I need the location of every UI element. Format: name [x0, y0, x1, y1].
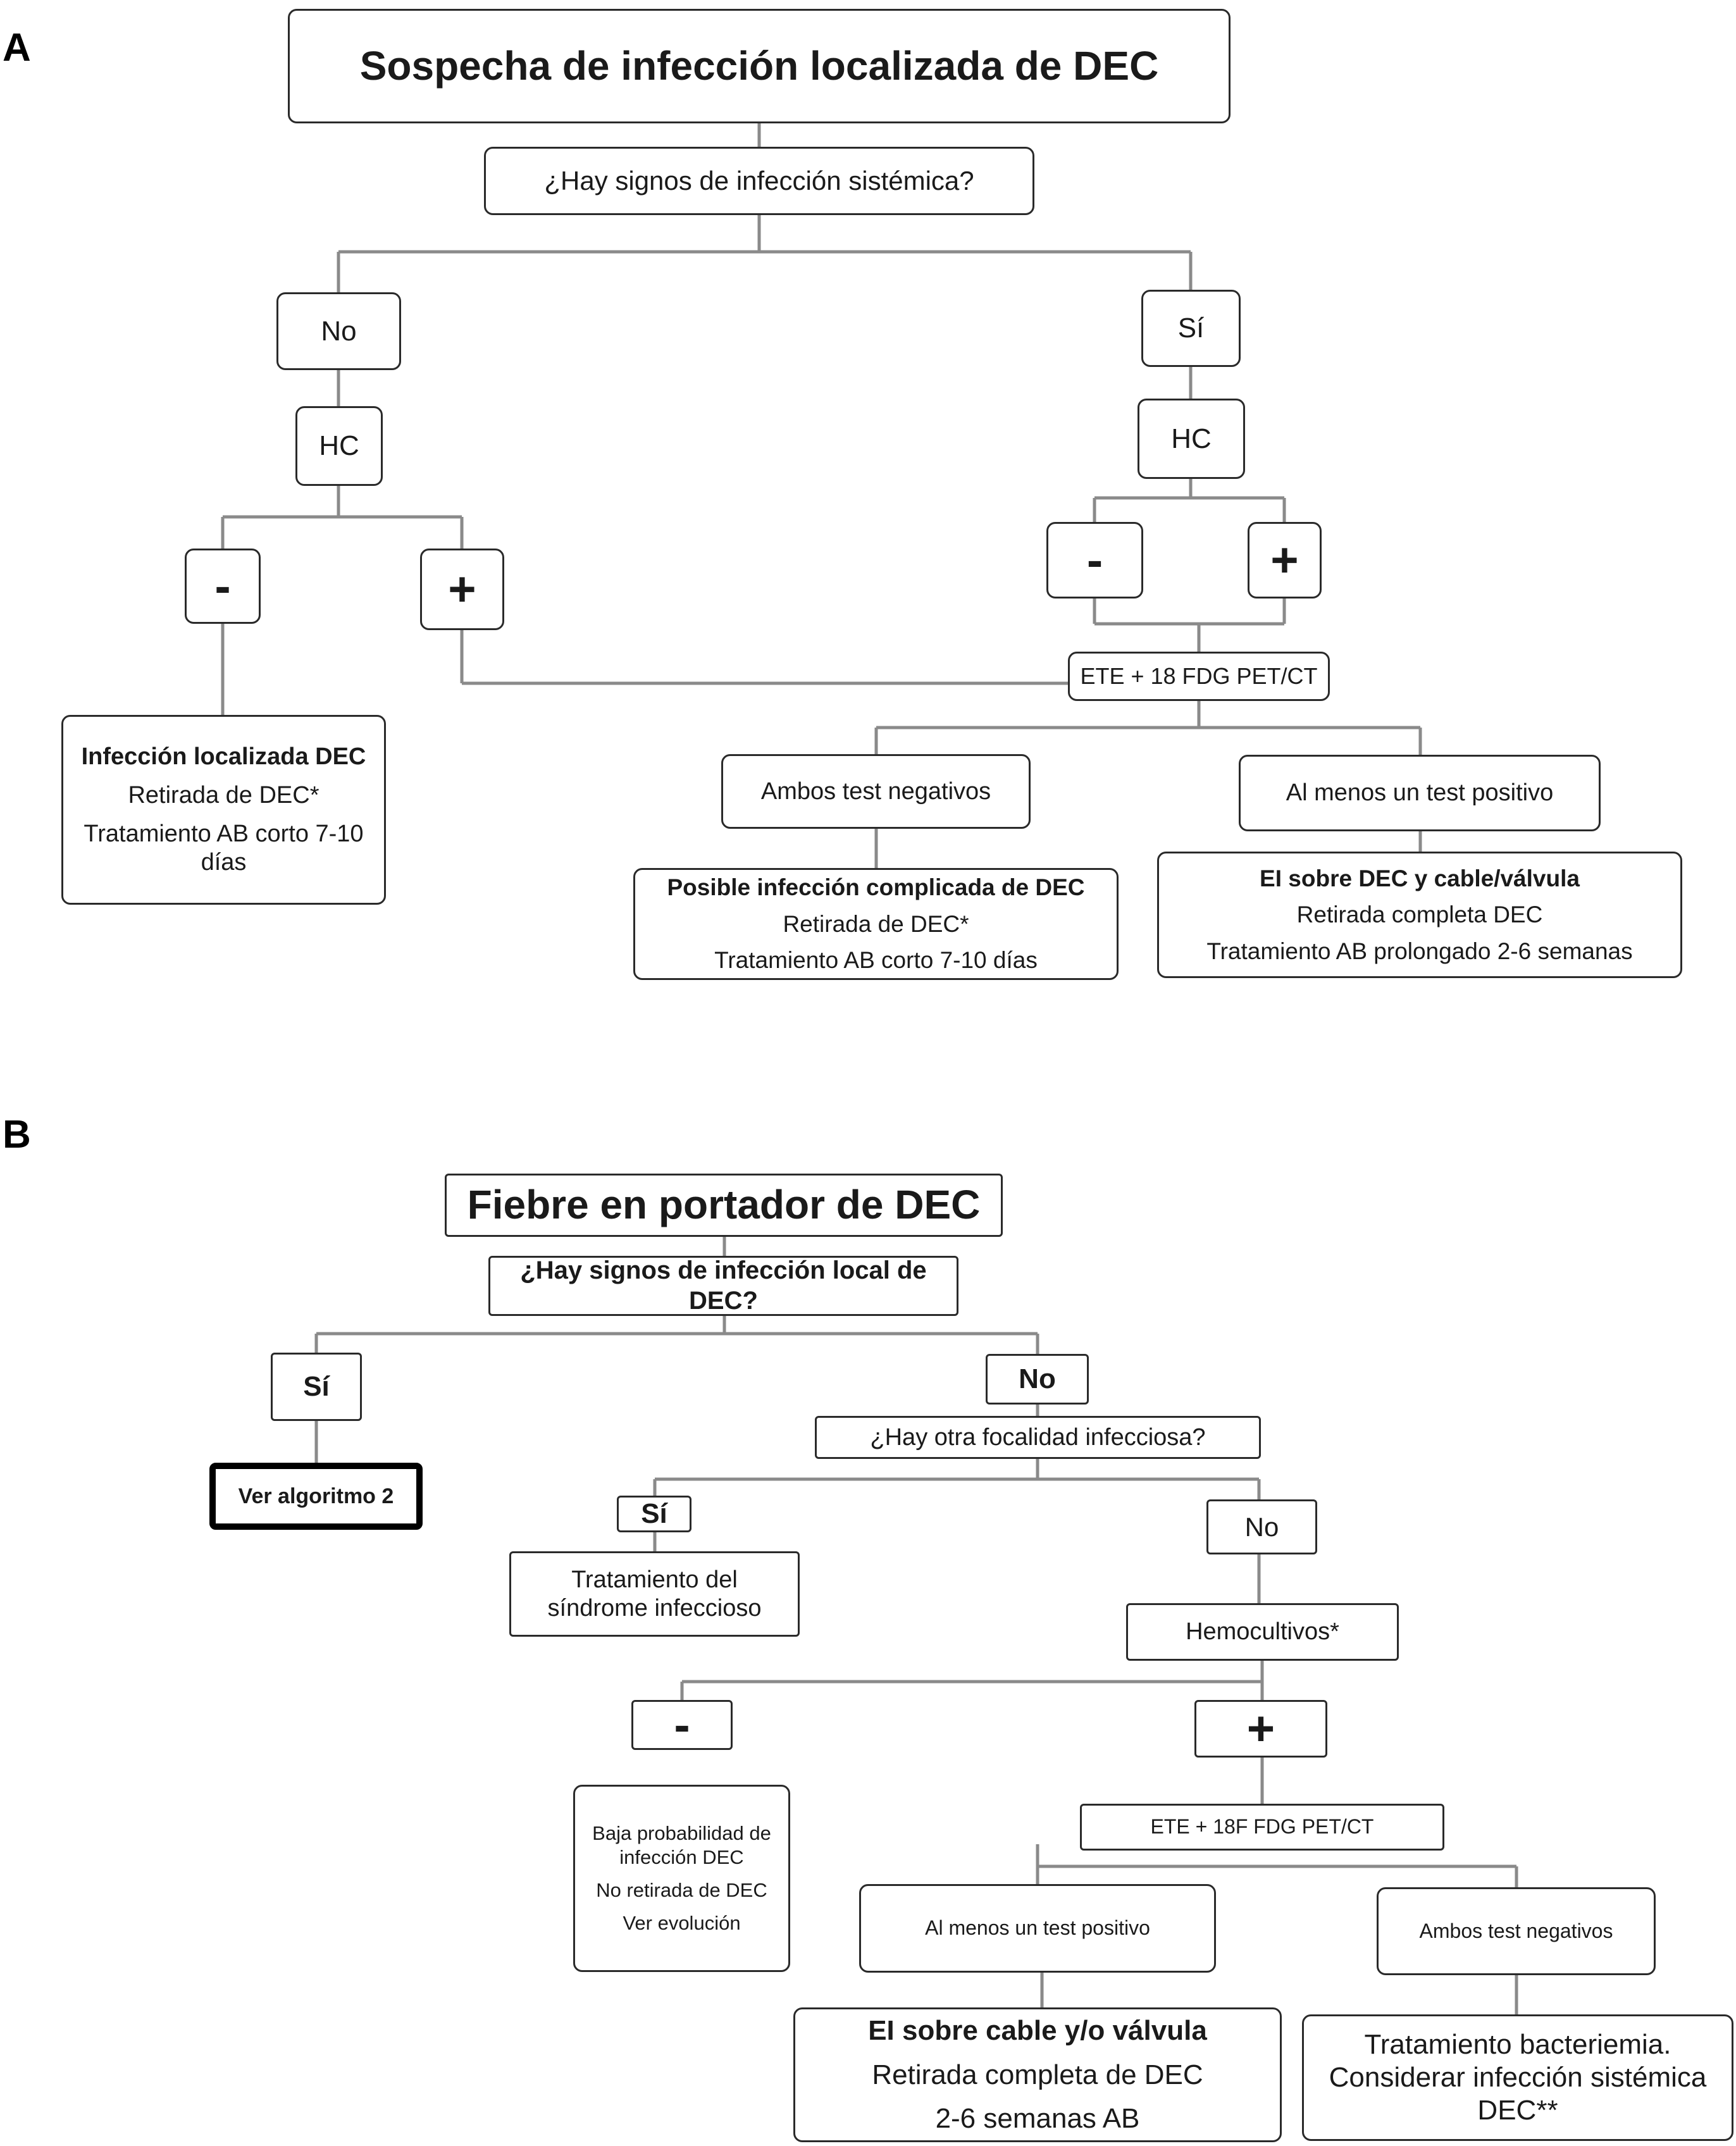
- low-probability-line1: Baja probabilidad de: [592, 1822, 771, 1845]
- panel-b-yes-box: Sí: [271, 1353, 362, 1421]
- panel-a-ei-heading: EI sobre DEC y cable/válvula: [1260, 865, 1580, 891]
- panel-b-title: Fiebre en portador de DEC: [445, 1174, 1003, 1237]
- blood-cultures-box: Hemocultivos*: [1126, 1603, 1399, 1661]
- panel-a-no-label: No: [321, 315, 357, 347]
- low-probability-line2: infección DEC: [619, 1846, 744, 1869]
- see-algorithm-2-label: Ver algoritmo 2: [238, 1484, 394, 1508]
- treat-syndrome-line2: síndrome infeccioso: [547, 1594, 762, 1622]
- panel-a-right-negative-box: -: [1046, 522, 1143, 599]
- panel-a-hc-right-label: HC: [1171, 423, 1212, 454]
- panel-a-title-text: Sospecha de infección localizada de DEC: [359, 42, 1159, 89]
- panel-a-yes-label: Sí: [1177, 313, 1205, 344]
- localized-infection-heading: Infección localizada DEC: [81, 743, 366, 771]
- panel-b-no2-label: No: [1244, 1511, 1279, 1542]
- systemic-infection-question-text: ¿Hay signos de infección sistémica?: [544, 166, 974, 196]
- treat-syndrome-line1: Tratamiento del: [571, 1566, 738, 1593]
- panel-a-right-negative-sign: -: [1086, 533, 1103, 587]
- panel-a-at-least-one-positive-label: Al menos un test positivo: [1286, 779, 1554, 807]
- panel-a-both-negative-label: Ambos test negativos: [760, 778, 991, 805]
- panel-b-no-box: No: [986, 1354, 1089, 1405]
- local-infection-question: ¿Hay signos de infección local de DEC?: [488, 1256, 958, 1316]
- localized-infection-line3: días: [201, 848, 247, 876]
- panel-a-hc-left-label: HC: [319, 430, 359, 462]
- panel-b-ei-line2: 2-6 semanas AB: [935, 2103, 1140, 2135]
- panel-b-positive-box: +: [1194, 1700, 1327, 1758]
- low-probability-box: Baja probabilidad de infección DEC No re…: [573, 1785, 790, 1972]
- panel-b-no2-box: No: [1206, 1499, 1317, 1554]
- bacteremia-line1: Tratamiento bacteriemia.: [1364, 2029, 1671, 2061]
- panel-a-left-negative-box: -: [185, 549, 261, 624]
- low-probability-line3: No retirada de DEC: [596, 1879, 767, 1901]
- panel-a-hc-right-box: HC: [1138, 399, 1245, 479]
- panel-a-ete-pet-box: ETE + 18 FDG PET/CT: [1068, 652, 1330, 701]
- other-focus-question-text: ¿Hay otra focalidad infecciosa?: [870, 1423, 1206, 1451]
- panel-b-ei-line1: Retirada completa de DEC: [872, 2059, 1203, 2090]
- possible-complicated-heading: Posible infección complicada de DEC: [667, 874, 1085, 901]
- bacteremia-line3: DEC**: [1477, 2094, 1558, 2126]
- blood-cultures-label: Hemocultivos*: [1186, 1618, 1339, 1646]
- panel-b-negative-box: -: [631, 1698, 733, 1752]
- panel-b-at-least-one-positive-box: Al menos un test positivo: [859, 1884, 1216, 1973]
- panel-a-yes-box: Sí: [1141, 290, 1241, 367]
- panel-a-both-negative-box: Ambos test negativos: [721, 754, 1031, 829]
- panel-b-yes2-label: Sí: [641, 1498, 667, 1530]
- possible-complicated-line1: Retirada de DEC*: [783, 910, 969, 937]
- panel-b-no-label: No: [1019, 1363, 1056, 1395]
- panel-b-positive-sign: +: [1246, 1701, 1275, 1756]
- panel-a-left-positive-sign: +: [448, 562, 476, 616]
- bacteremia-treatment-box: Tratamiento bacteriemia. Considerar infe…: [1302, 2014, 1733, 2141]
- panel-b-letter: B: [3, 1113, 31, 1157]
- possible-complicated-line2: Tratamiento AB corto 7-10 días: [714, 947, 1038, 974]
- panel-a-ei-line1: Retirada completa DEC: [1296, 902, 1543, 928]
- panel-a-ei-line2: Tratamiento AB prolongado 2-6 semanas: [1206, 938, 1633, 964]
- panel-a-title: Sospecha de infección localizada de DEC: [288, 9, 1231, 123]
- panel-b-negative-sign: -: [674, 1697, 690, 1752]
- panel-b-title-text: Fiebre en portador de DEC: [467, 1182, 981, 1228]
- panel-b-both-negative-box: Ambos test negativos: [1377, 1887, 1656, 1975]
- panel-a-right-positive-sign: +: [1270, 533, 1299, 587]
- panel-a-no-box: No: [276, 292, 401, 370]
- localized-infection-line1: Retirada de DEC*: [128, 782, 319, 809]
- panel-b-yes-label: Sí: [303, 1371, 330, 1403]
- panel-b-ete-pet-label: ETE + 18F FDG PET/CT: [1150, 1815, 1374, 1839]
- bacteremia-line2: Considerar infección sistémica: [1329, 2062, 1707, 2093]
- panel-a-left-positive-box: +: [420, 549, 504, 630]
- other-focus-question: ¿Hay otra focalidad infecciosa?: [815, 1416, 1261, 1459]
- treat-infectious-syndrome-box: Tratamiento del síndrome infeccioso: [509, 1551, 800, 1637]
- panel-b-ete-pet-box: ETE + 18F FDG PET/CT: [1080, 1804, 1444, 1851]
- panel-a-at-least-one-positive-box: Al menos un test positivo: [1239, 755, 1601, 831]
- low-probability-line4: Ver evolución: [623, 1911, 741, 1934]
- panel-b-ei-heading: EI sobre cable y/o válvula: [868, 2014, 1207, 2046]
- possible-complicated-infection-box: Posible infección complicada de DEC Reti…: [633, 868, 1119, 980]
- systemic-infection-question: ¿Hay signos de infección sistémica?: [484, 147, 1034, 215]
- panel-a-ei-box: EI sobre DEC y cable/válvula Retirada co…: [1157, 852, 1682, 978]
- panel-a-left-negative-sign: -: [214, 559, 231, 613]
- localized-infection-box: Infección localizada DEC Retirada de DEC…: [61, 715, 386, 905]
- panel-a-letter: A: [3, 26, 31, 70]
- see-algorithm-2-box: Ver algoritmo 2: [209, 1463, 423, 1530]
- local-infection-question-text: ¿Hay signos de infección local de DEC?: [520, 1256, 927, 1315]
- panel-a-right-positive-box: +: [1248, 522, 1322, 599]
- panel-b-yes2-box: Sí: [617, 1496, 691, 1532]
- panel-b-at-least-one-positive-label: Al menos un test positivo: [925, 1916, 1150, 1940]
- localized-infection-line2: Tratamiento AB corto 7-10: [84, 821, 364, 847]
- panel-a-hc-left-box: HC: [295, 406, 383, 486]
- panel-b-ei-box: EI sobre cable y/o válvula Retirada comp…: [793, 2007, 1282, 2142]
- panel-b-both-negative-label: Ambos test negativos: [1419, 1919, 1613, 1942]
- panel-a-ete-pet-label: ETE + 18 FDG PET/CT: [1080, 662, 1318, 689]
